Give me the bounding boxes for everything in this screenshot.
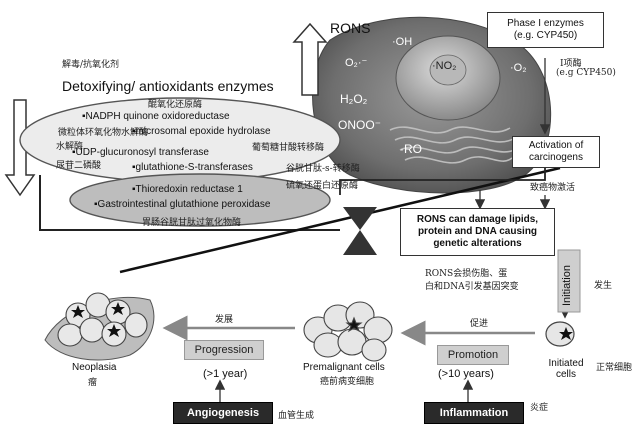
neoplasia-label: Neoplasia [72,362,117,373]
radical-oh: ·OH [392,36,413,48]
enzyme-gst-text: glutathione-S-transferases [135,162,253,173]
rons-up-arrow [292,22,328,96]
enzyme-gpx: ▪Gastrointestinal glutathione peroxidase [94,199,271,210]
progression-cn: 发展 [215,315,234,325]
rons-damage-line2: protein and DNA causing [417,226,538,237]
rons-damage-line3: genetic alterations [433,238,522,249]
enzyme-thioredoxin: ▪Thioredoxin reductase 1 [132,184,243,195]
inflammation-cn: 炎症 [530,403,549,413]
rons-label: RONS [330,20,371,36]
enzyme-cn-epoxide: 微粒体环氧化物水解酶 [58,128,149,138]
normal-cell-cn: 正常细胞 [596,363,633,373]
seesaw-bracket-left [39,175,340,231]
seesaw-beam [119,166,561,274]
enzyme-gst: ▪glutathione-S-transferases [132,162,253,173]
radical-onoo: ONOO⁻ [338,118,382,132]
rons-damage-cn-line1: RONS会损伤脂、蛋 [425,269,508,279]
detox-title: Detoxifying/ antioxidants enzymes [62,78,274,94]
detox-down-arrow [4,99,36,197]
enzyme-ugt: ▪UDP-glucuronosyl transferase [72,147,209,158]
phase1-line1: Phase I enzymes [507,18,584,29]
activation-cn: 致癌物激活 [530,183,576,193]
enzyme-cn-nadph: 醌氧化还原酶 [148,100,203,110]
enzyme-ellipse-bottom [69,173,331,227]
initiated-cell-illustration [545,321,575,347]
radical-ro: ·RO [400,142,422,156]
nucleolus [429,54,467,86]
initiation-cn: 发生 [594,281,613,291]
rons-damage-cn-line2: 白和DNA引发基因突变 [425,282,519,292]
premalignant-cn: 癌前病变细胞 [320,377,375,387]
phase1-line2: (e.g. CYP450) [513,30,578,41]
phase1-cn-line2: (e.g CYP450) [556,68,616,78]
enzyme-epoxide: ▪microsomal epoxide hydrolase [132,126,271,137]
neoplasia-cn: 瘤 [88,378,98,388]
detox-cn-label: 解毒/抗氧化剂 [62,60,120,70]
rons-damage-box: RONS can damage lipids, protein and DNA … [400,208,555,256]
enzyme-cn-gpx: 胃肠谷胱甘肽过氧化物酶 [142,218,242,228]
neoplasia-illustration [44,292,155,361]
rons-damage-line1: RONS can damage lipids, [416,214,539,225]
activation-box: Activation of carcinogens [512,136,600,168]
enzyme-ugt-text: UDP-glucuronosyl transferase [75,147,209,158]
angiogenesis-box: Angiogenesis [173,402,273,424]
enzyme-nadph-text: NADPH quinone oxidoreductase [85,111,230,122]
enzyme-nadph: ▪NADPH quinone oxidoreductase [82,111,230,122]
progression-time: (>1 year) [203,368,248,380]
inflammation-box: Inflammation [424,402,524,424]
activation-line1: Activation of [528,140,584,151]
radical-o2-right: ·O₂ [510,62,527,74]
enzyme-cn-ugt: 葡萄糖甘酸转移酶 [252,143,325,153]
enzyme-gpx-text: Gastrointestinal glutathione peroxidase [97,199,271,210]
initiation-label: Initiation [561,265,573,306]
initiated-line2: cells [555,369,576,380]
endoplasmic-reticulum [389,126,519,164]
radical-no2: ·NO₂ [432,60,457,72]
initiated-line1: Initiated [548,358,584,369]
activation-line2: carcinogens [529,152,583,163]
enzyme-cn-udp: 尿苷二磷酸 [56,161,102,171]
enzyme-epoxide-text: microsomal epoxide hydrolase [135,126,271,137]
enzyme-cn-thioredoxin: 硫氧还蛋白还原酶 [286,181,359,191]
promotion-box: Promotion [437,345,509,365]
promotion-time: (>10 years) [438,368,494,380]
radical-h2o2: H₂O₂ [340,92,368,106]
initiated-cells-label: Initiated cells [546,358,586,380]
phase1-cn-line1: I项酶 [560,59,582,69]
premalignant-label: Premalignant cells [303,362,385,373]
angiogenesis-cn: 血管生成 [278,411,315,421]
enzyme-thioredoxin-text: Thioredoxin reductase 1 [135,184,243,195]
progression-box: Progression [184,340,264,360]
enzyme-cn-hydrolase: 水解酶 [56,142,84,152]
enzyme-cn-gst: 谷胱甘肽-s-转移酶 [286,164,360,174]
phase1-box: Phase I enzymes (e.g. CYP450) [487,12,604,48]
premalignant-cells-illustration [303,301,393,362]
fulcrum [343,207,377,255]
radical-o2-left: O₂·⁻ [345,57,368,69]
initiation-box [557,249,581,313]
promotion-cn: 促进 [470,319,489,329]
